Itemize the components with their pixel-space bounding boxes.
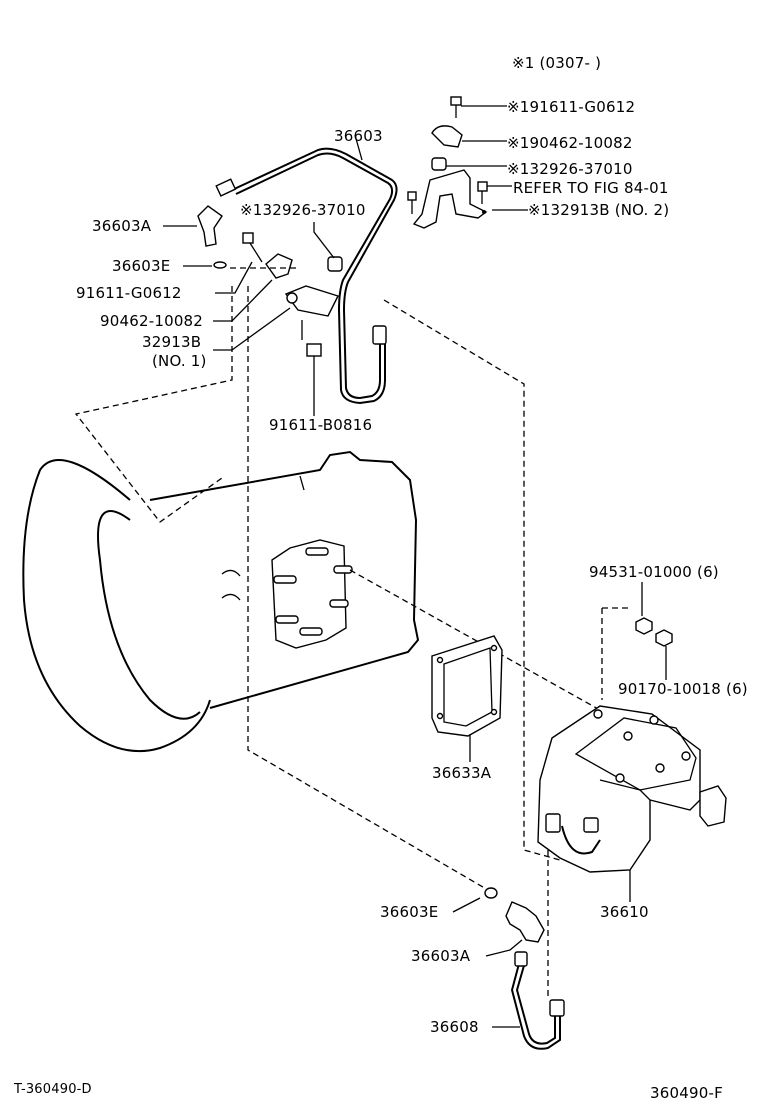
nuts — [635, 582, 673, 680]
part-label-36603e-bottom: 36603E — [380, 903, 439, 921]
left-small-parts — [74, 205, 343, 523]
part-label-refer-fig: REFER TO FIG 84-01 — [513, 179, 669, 197]
part-label-91611-b0816: 91611-B0816 — [269, 416, 373, 434]
actuator-unit — [537, 705, 727, 902]
part-label-91611-g0612: 91611-G0612 — [76, 284, 182, 302]
assembly-guide-lines — [247, 286, 632, 1000]
drawing-code-right: 360490-F — [650, 1084, 723, 1102]
applicability-note: ※1 (0307- ) — [512, 54, 602, 72]
part-label-94531-01000: 94531-01000 (6) — [589, 563, 719, 581]
part-label-36603e-top: 36603E — [112, 257, 171, 275]
part-label-36633a: 36633A — [432, 764, 492, 782]
gasket — [431, 635, 503, 762]
transmission-housing — [22, 450, 420, 753]
part-label-no1: (NO. 1) — [152, 352, 207, 370]
part-label-36608: 36608 — [430, 1018, 479, 1036]
lower-parts — [452, 887, 565, 1050]
part-label-36603a-bottom: 36603A — [411, 947, 471, 965]
part-label-90170-10018: 90170-10018 (6) — [618, 680, 748, 698]
part-label-190462-10082: ※190462-10082 — [507, 134, 633, 152]
part-label-132926-37010-mid: ※132926-37010 — [240, 201, 366, 219]
studs — [273, 547, 353, 636]
part-label-32913b: 32913B — [142, 333, 202, 351]
part-label-132913b-no2: ※132913B (NO. 2) — [528, 201, 670, 219]
upper-bracket-assembly — [407, 96, 528, 229]
part-label-90462-10082: 90462-10082 — [100, 312, 204, 330]
part-label-191611-g0612: ※191611-G0612 — [507, 98, 636, 116]
upper-hose — [215, 134, 398, 405]
part-label-36610: 36610 — [600, 903, 649, 921]
part-label-36603a-top: 36603A — [92, 217, 152, 235]
part-label-36603: 36603 — [334, 127, 383, 145]
part-label-132926-37010-top: ※132926-37010 — [507, 160, 633, 178]
drawing-code-left: T-360490-D — [14, 1082, 92, 1097]
